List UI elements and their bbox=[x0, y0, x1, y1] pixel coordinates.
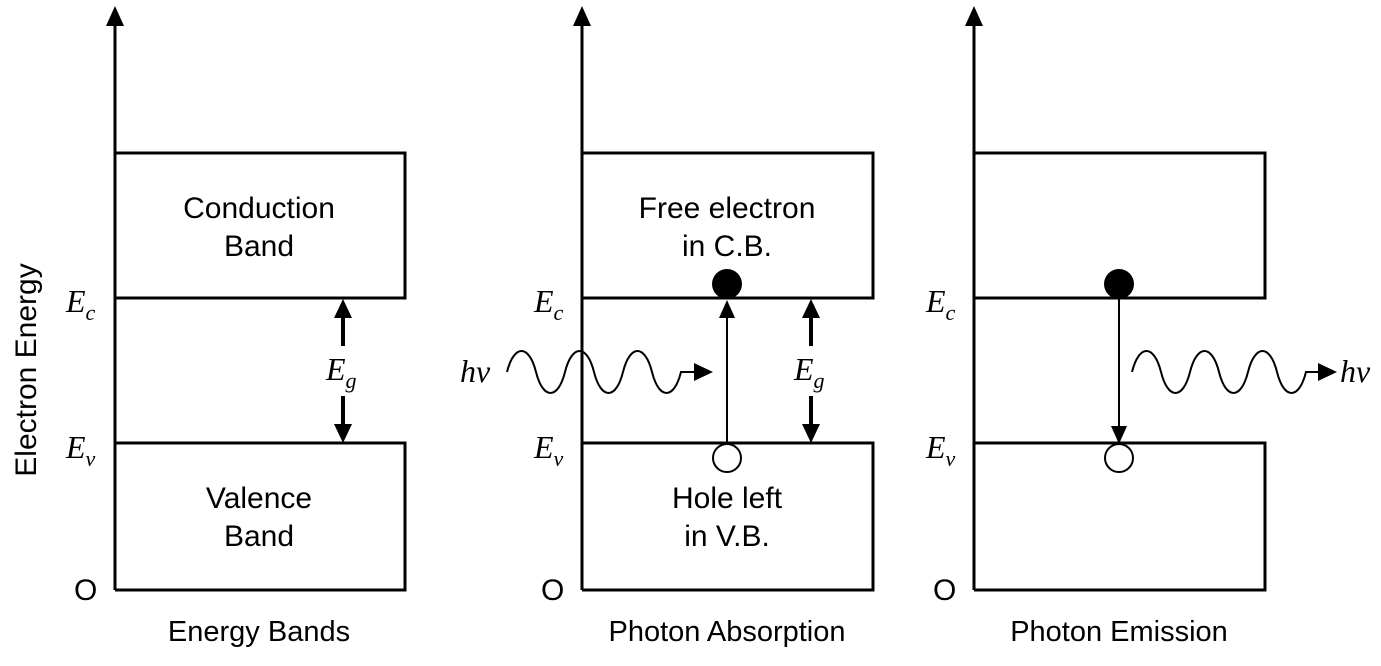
y-axis-label: Electron Energy bbox=[10, 263, 43, 476]
ec-label: Ec bbox=[925, 283, 956, 325]
eg-label: Eg bbox=[325, 351, 357, 393]
ev-label: Ev bbox=[925, 429, 956, 471]
valence-band-box bbox=[974, 441, 1267, 592]
photon-label: hν bbox=[1340, 353, 1371, 389]
incoming-photon-wave bbox=[506, 350, 696, 394]
vb-text-line2: in V.B. bbox=[684, 520, 770, 553]
eg-label: Eg bbox=[793, 351, 825, 393]
origin-label: O bbox=[74, 574, 97, 607]
vb-text-line1: Hole left bbox=[672, 482, 783, 515]
panel-photon-emission: Ec Ev O hν Photon Emission bbox=[925, 6, 1371, 648]
valence-band-box bbox=[115, 441, 407, 592]
axis-arrowhead bbox=[965, 6, 983, 26]
cb-text-line2: Band bbox=[224, 230, 294, 263]
panel-photon-absorption: Free electron in C.B. Hole left in V.B. … bbox=[460, 6, 875, 648]
electron-dot bbox=[712, 269, 742, 299]
ec-label: Ec bbox=[65, 283, 96, 325]
axis-arrowhead bbox=[573, 6, 591, 26]
cb-text-line1: Conduction bbox=[183, 192, 335, 225]
ev-label: Ev bbox=[65, 429, 96, 471]
axis-arrowhead bbox=[106, 6, 124, 26]
outgoing-photon-wave bbox=[1131, 350, 1320, 394]
conduction-band-box bbox=[115, 151, 407, 300]
electron-dot bbox=[1104, 269, 1134, 299]
origin-label: O bbox=[933, 574, 956, 607]
panel-caption: Photon Absorption bbox=[608, 616, 845, 648]
vb-text-line1: Valence bbox=[206, 482, 312, 515]
ev-label: Ev bbox=[533, 429, 564, 471]
origin-label: O bbox=[541, 574, 564, 607]
panel-caption: Photon Emission bbox=[1010, 616, 1228, 648]
cb-text-line2: in C.B. bbox=[682, 230, 772, 263]
hole-circle bbox=[1104, 443, 1134, 473]
hole-circle bbox=[712, 443, 742, 473]
panel-caption: Energy Bands bbox=[168, 616, 350, 648]
photon-label: hν bbox=[460, 353, 491, 389]
ec-label: Ec bbox=[533, 283, 564, 325]
panel-energy-bands: Conduction Band Valence Band Ec Ev O Eg … bbox=[65, 6, 407, 648]
cb-text-line1: Free electron bbox=[639, 192, 816, 225]
vb-text-line2: Band bbox=[224, 520, 294, 553]
